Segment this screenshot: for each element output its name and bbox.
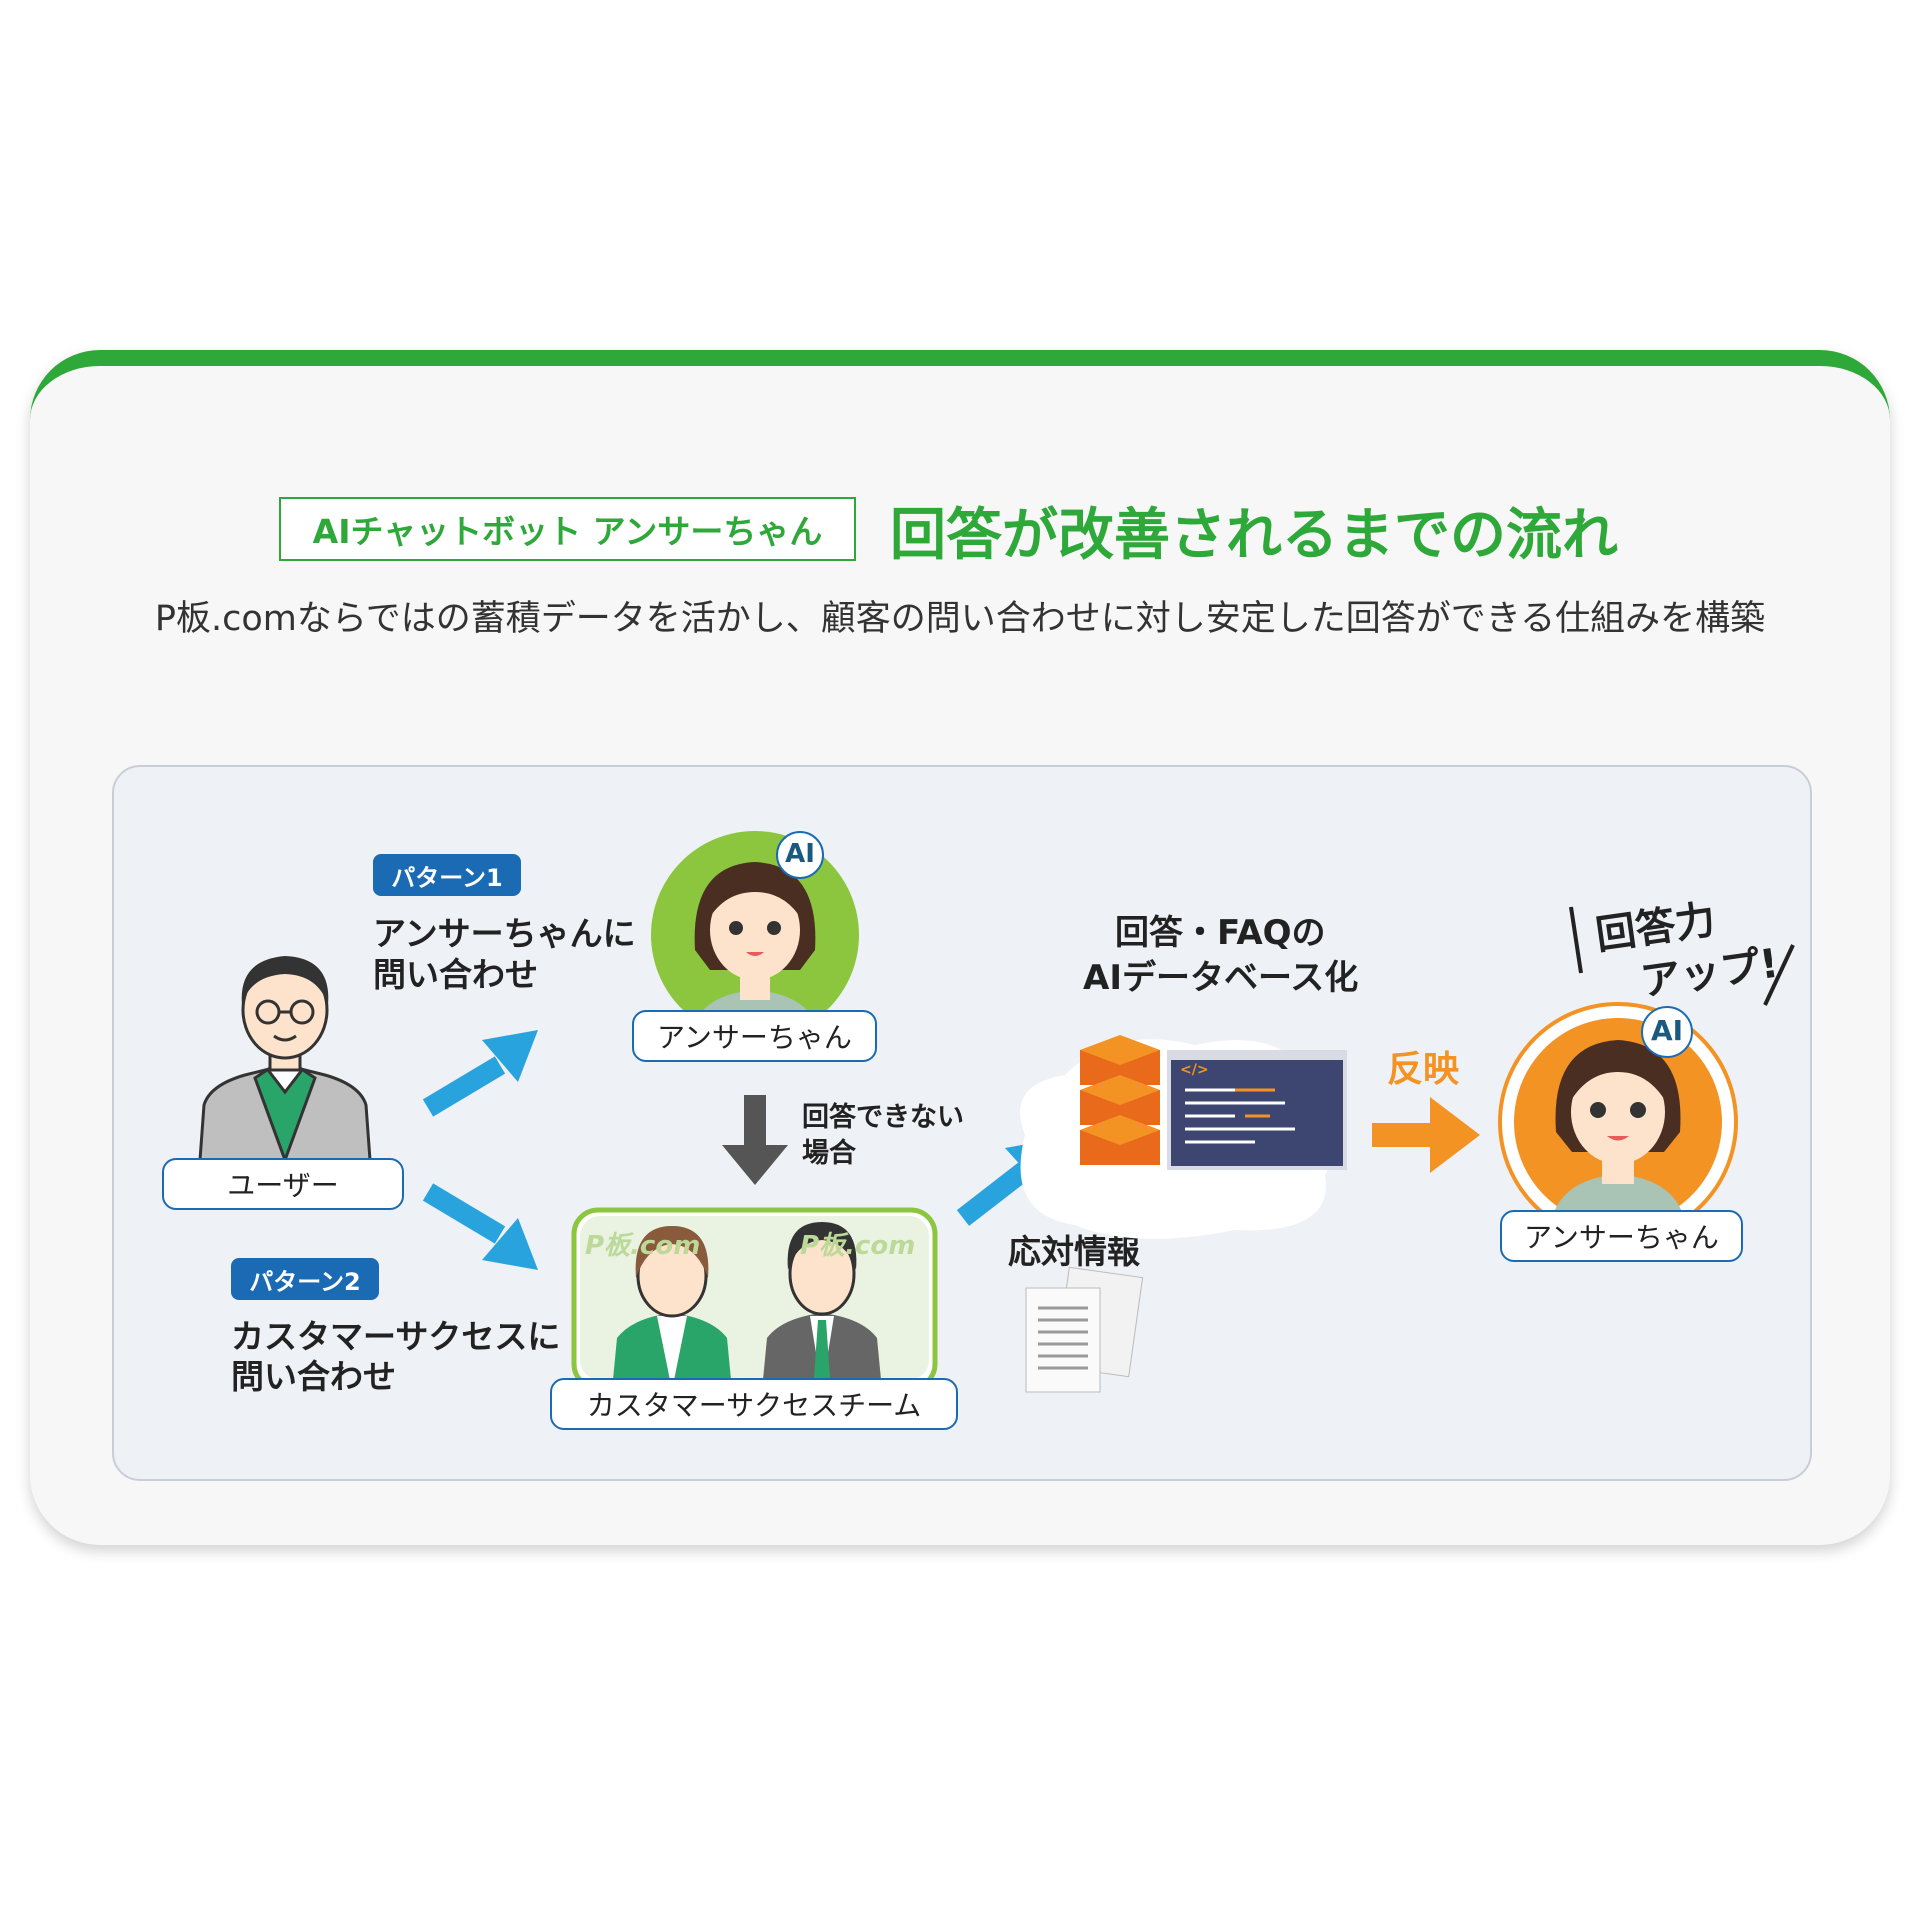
page-subtitle: P板.comならではの蓄積データを活かし、顧客の問い合わせに対し安定した回答がで… — [154, 599, 1766, 639]
documents-icon — [1025, 1266, 1144, 1393]
ai-badge-improved-text: AI — [1650, 1014, 1684, 1047]
code-tag-icon: </> — [1180, 1062, 1209, 1078]
pattern1-text-1: アンサーちゃんに — [373, 914, 636, 953]
database-title-1: 回答・FAQの — [1115, 913, 1326, 953]
response-info-label: 応対情報 — [1008, 1232, 1140, 1271]
answer-chan-improved-avatar — [1498, 1002, 1738, 1242]
cannot-answer-text-1: 回答できない — [802, 1102, 964, 1133]
arrow-to-cs-team — [422, 1183, 538, 1270]
pattern2-text-1: カスタマーサクセスに — [231, 1317, 561, 1356]
cs-team-label: カスタマーサクセスチーム — [550, 1378, 958, 1430]
pattern2-badge: パターン2 — [231, 1258, 379, 1300]
ai-badge-icon — [776, 831, 824, 879]
ai-badge-improved-icon — [1641, 1006, 1693, 1058]
user-label: ユーザー — [162, 1158, 404, 1210]
pattern1-text-2: 問い合わせ — [373, 955, 538, 994]
ai-badge-text: AI — [785, 839, 815, 869]
user-illustration — [198, 956, 372, 1165]
product-tag: AIチャットボット アンサーちゃん — [279, 497, 856, 561]
answer-chan-avatar — [651, 831, 859, 1040]
cannot-answer-text-2: 場合 — [802, 1138, 856, 1169]
pattern1-badge: パターン1 — [373, 854, 521, 896]
reflect-label: 反映 — [1387, 1049, 1460, 1090]
reflect-arrow — [1372, 1097, 1480, 1173]
page-title: 回答が改善されるまでの流れ — [890, 503, 1618, 568]
database-title-2: AIデータベース化 — [1083, 958, 1359, 998]
pattern2-text-2: 問い合わせ — [231, 1357, 396, 1396]
answer-chan-label: アンサーちゃん — [632, 1010, 877, 1062]
cs-team-illustration — [571, 1207, 938, 1391]
answer-chan-improved-label: アンサーちゃん — [1500, 1210, 1743, 1262]
down-arrow — [722, 1095, 788, 1185]
cs-bg-logo-1: P板.com — [585, 1231, 701, 1261]
emphasis-lines — [1569, 906, 1795, 1006]
arrow-to-answer-chan — [422, 1030, 538, 1117]
database-illustration — [1020, 1035, 1347, 1239]
cs-bg-logo-2: P板.com — [800, 1231, 916, 1261]
